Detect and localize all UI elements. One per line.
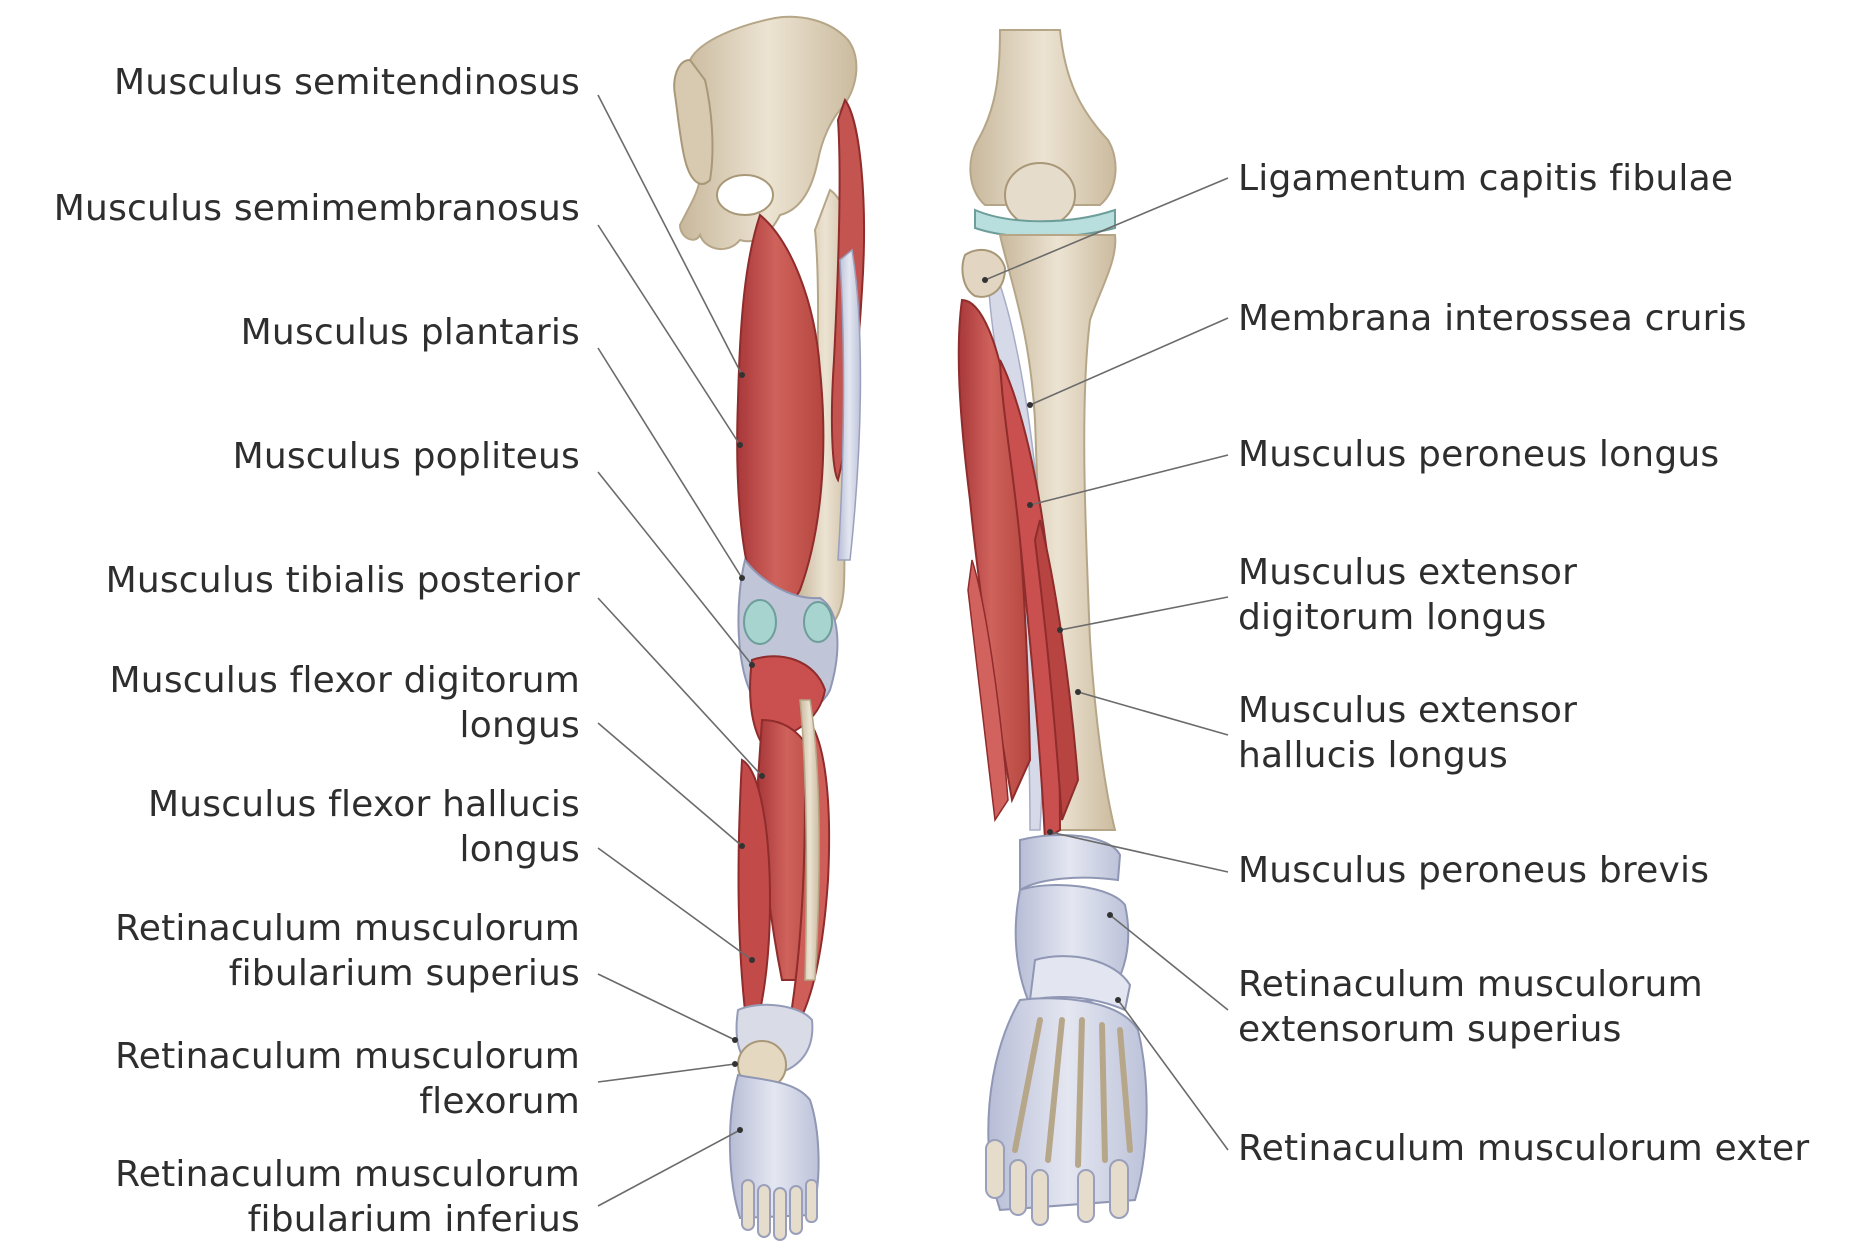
label-semimembranosus: Musculus semimembranosus	[54, 186, 580, 231]
label-semitendinosus: Musculus semitendinosus	[114, 60, 580, 105]
patella-bone	[1005, 163, 1075, 227]
femoral-condyle-medial	[744, 600, 776, 644]
anterior-leg-illustration	[959, 30, 1147, 1225]
label-retinaculum-extensorum-superius: Retinaculum musculorum extensorum superi…	[1238, 962, 1703, 1052]
label-flexor-hallucis-longus: Musculus flexor hallucis longus	[148, 782, 580, 872]
label-plantaris: Musculus plantaris	[241, 310, 580, 355]
label-extensor-digitorum-longus: Musculus extensor digitorum longus	[1238, 550, 1577, 640]
femoral-condyle-lateral	[804, 602, 832, 642]
extensor-retinaculum-superior	[1020, 835, 1120, 890]
label-membrana-interossea-cruris: Membrana interossea cruris	[1238, 296, 1747, 341]
fibula-head	[962, 250, 1005, 297]
label-retinaculum-fibularium-superius: Retinaculum musculorum fibularium superi…	[115, 906, 580, 996]
hamstring-muscle	[737, 215, 823, 609]
label-retinaculum-flexorum: Retinaculum musculorum flexorum	[115, 1034, 580, 1124]
label-retinaculum-fibularium-inferius: Retinaculum musculorum fibularium inferi…	[115, 1152, 580, 1242]
label-peroneus-brevis: Musculus peroneus brevis	[1238, 848, 1709, 893]
label-popliteus: Musculus popliteus	[233, 434, 580, 479]
label-extensor-hallucis-longus: Musculus extensor hallucis longus	[1238, 688, 1577, 778]
posterior-toes	[742, 1180, 817, 1240]
posterior-leg-illustration	[674, 17, 864, 1240]
label-retinaculum-extensorum-inferius: Retinaculum musculorum exter	[1238, 1126, 1809, 1171]
label-flexor-digitorum-longus: Musculus flexor digitorum longus	[110, 658, 580, 748]
obturator-foramen	[717, 175, 773, 215]
label-peroneus-longus: Musculus peroneus longus	[1238, 432, 1719, 477]
label-ligamentum-capitis-fibulae: Ligamentum capitis fibulae	[1238, 156, 1733, 201]
label-tibialis-posterior: Musculus tibialis posterior	[106, 558, 580, 603]
